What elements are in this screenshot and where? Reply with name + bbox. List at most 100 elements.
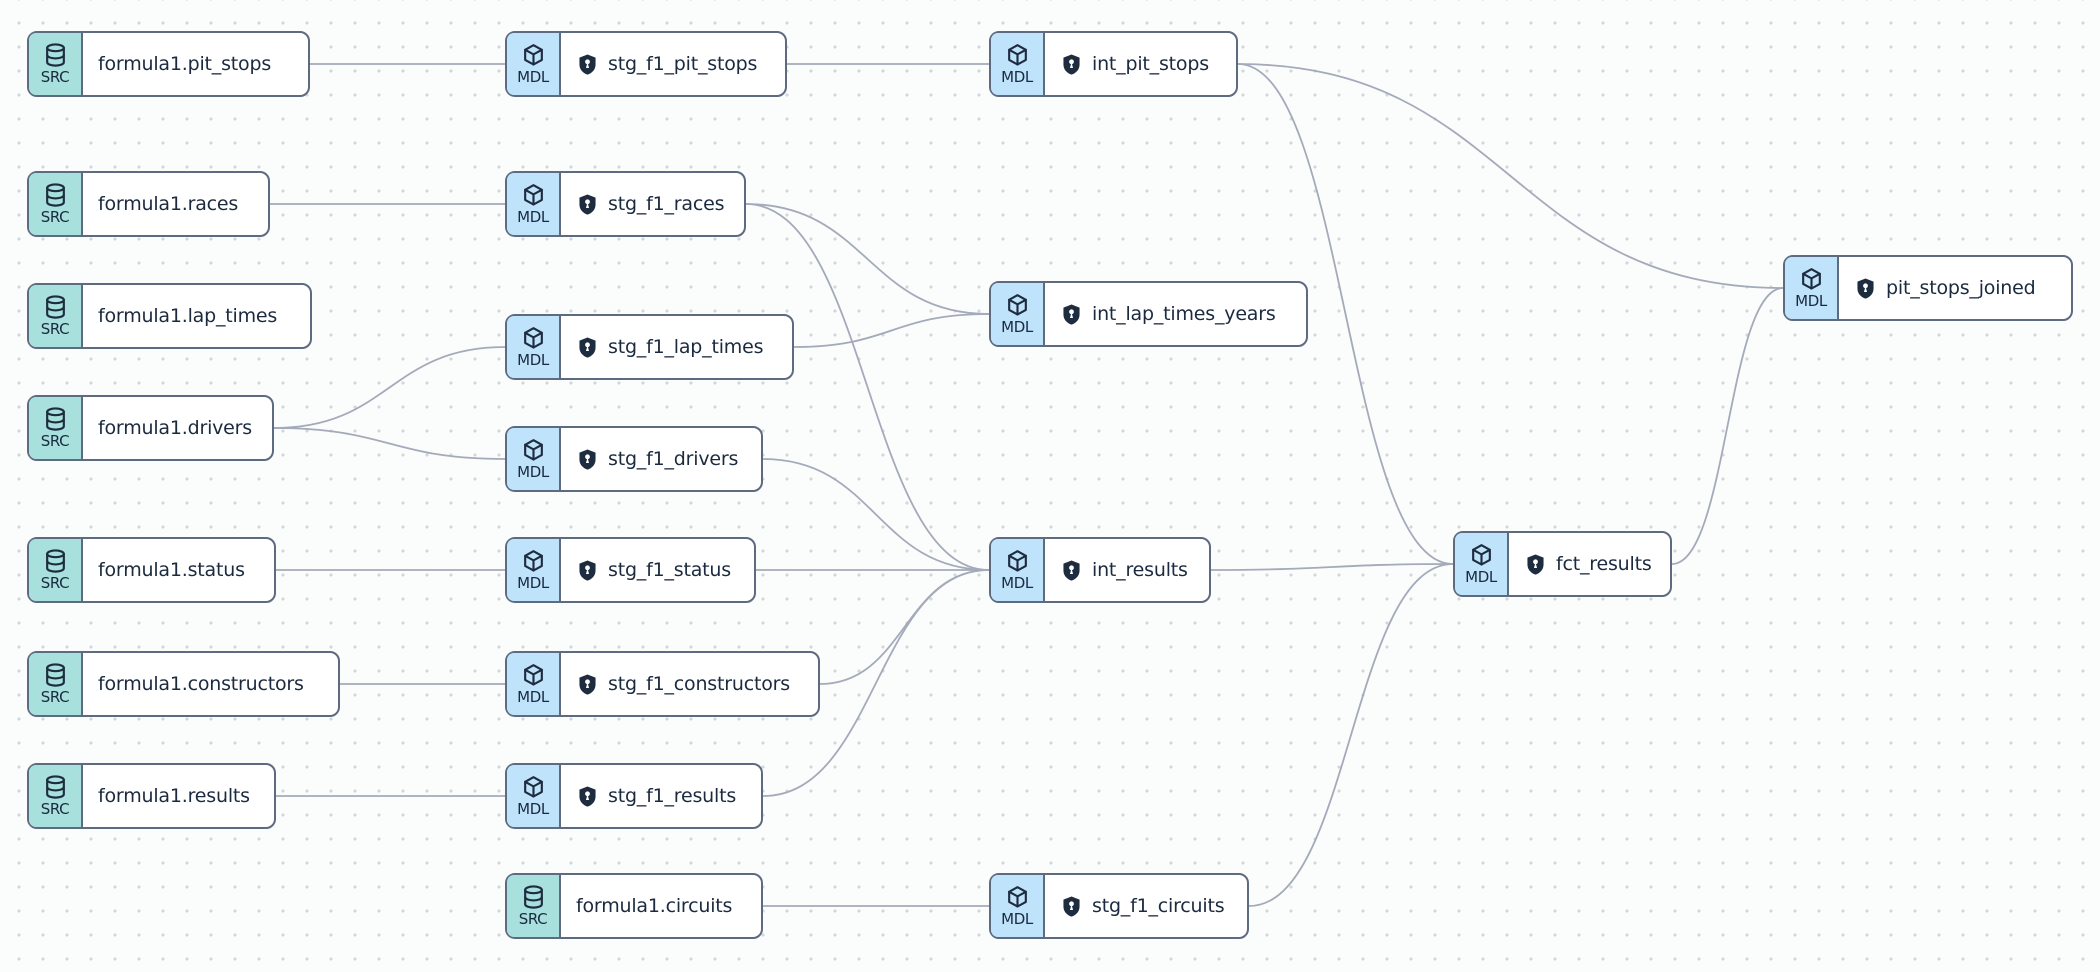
- node-type-label: MDL: [517, 351, 549, 370]
- edge-int_pit_stops-to-fct_results: [1237, 63, 1454, 565]
- node-int_results[interactable]: MDL int_results: [989, 537, 1211, 603]
- node-body: stg_f1_circuits: [1045, 875, 1247, 937]
- shield-lock-icon: [1060, 303, 1083, 326]
- node-body: stg_f1_constructors: [561, 653, 818, 715]
- node-body: fct_results: [1509, 533, 1670, 595]
- node-formula1.drivers[interactable]: SRC formula1.drivers: [27, 395, 274, 461]
- cube-icon: [1007, 44, 1027, 66]
- node-int_pit_stops[interactable]: MDL int_pit_stops: [989, 31, 1238, 97]
- node-type-label: MDL: [517, 574, 549, 593]
- shield-lock-icon: [576, 448, 599, 471]
- node-type-badge: SRC: [29, 33, 83, 95]
- node-type-badge: MDL: [507, 33, 561, 95]
- node-label: fct_results: [1556, 553, 1652, 575]
- node-label: formula1.results: [98, 785, 250, 807]
- node-type-label: MDL: [1465, 568, 1497, 587]
- node-type-label: SRC: [40, 320, 70, 339]
- cube-icon: [1007, 886, 1027, 908]
- node-formula1.results[interactable]: SRC formula1.results: [27, 763, 276, 829]
- node-label: int_pit_stops: [1092, 53, 1209, 75]
- shield-lock-icon: [576, 785, 599, 808]
- cube-icon: [523, 439, 543, 461]
- edge-stg_f1_races-to-int_results: [745, 203, 990, 571]
- node-formula1.circuits[interactable]: SRC formula1.circuits: [505, 873, 763, 939]
- node-stg_f1_results[interactable]: MDL stg_f1_results: [505, 763, 763, 829]
- node-label: formula1.circuits: [576, 895, 733, 917]
- node-body: formula1.circuits: [561, 875, 761, 937]
- node-type-badge: MDL: [507, 765, 561, 827]
- node-stg_f1_drivers[interactable]: MDL stg_f1_drivers: [505, 426, 763, 492]
- node-body: stg_f1_status: [561, 539, 754, 601]
- database-icon: [45, 549, 65, 573]
- node-body: stg_f1_drivers: [561, 428, 761, 490]
- shield-lock-icon: [576, 559, 599, 582]
- cube-icon: [1471, 544, 1491, 566]
- database-icon: [45, 407, 65, 431]
- node-label: formula1.races: [98, 193, 239, 215]
- node-type-label: SRC: [40, 68, 70, 87]
- node-pit_stops_joined[interactable]: MDL pit_stops_joined: [1783, 255, 2073, 321]
- database-icon: [45, 295, 65, 319]
- node-formula1.races[interactable]: SRC formula1.races: [27, 171, 270, 237]
- node-stg_f1_pit_stops[interactable]: MDL stg_f1_pit_stops: [505, 31, 787, 97]
- node-body: stg_f1_results: [561, 765, 761, 827]
- node-int_lap_times_years[interactable]: MDL int_lap_times_years: [989, 281, 1308, 347]
- database-icon: [45, 663, 65, 687]
- node-type-label: MDL: [1795, 292, 1827, 311]
- node-formula1.lap_times[interactable]: SRC formula1.lap_times: [27, 283, 312, 349]
- node-label: pit_stops_joined: [1886, 277, 2036, 299]
- node-type-label: MDL: [1001, 318, 1033, 337]
- node-label: stg_f1_lap_times: [608, 336, 764, 358]
- node-type-label: MDL: [1001, 574, 1033, 593]
- node-stg_f1_circuits[interactable]: MDL stg_f1_circuits: [989, 873, 1249, 939]
- edge-stg_f1_circuits-to-fct_results: [1248, 563, 1454, 907]
- node-stg_f1_constructors[interactable]: MDL stg_f1_constructors: [505, 651, 820, 717]
- node-type-badge: SRC: [507, 875, 561, 937]
- node-label: formula1.status: [98, 559, 245, 581]
- node-type-badge: MDL: [507, 653, 561, 715]
- edge-stg_f1_drivers-to-int_results: [762, 458, 990, 571]
- node-body: int_pit_stops: [1045, 33, 1236, 95]
- node-type-label: SRC: [40, 688, 70, 707]
- node-label: formula1.drivers: [98, 417, 252, 439]
- node-formula1.constructors[interactable]: SRC formula1.constructors: [27, 651, 340, 717]
- shield-lock-icon: [1060, 895, 1083, 918]
- database-icon: [523, 885, 543, 909]
- shield-lock-icon: [1060, 53, 1083, 76]
- node-type-badge: SRC: [29, 397, 83, 459]
- node-body: formula1.results: [83, 765, 274, 827]
- node-body: formula1.drivers: [83, 397, 272, 459]
- cube-icon: [523, 327, 543, 349]
- node-fct_results[interactable]: MDL fct_results: [1453, 531, 1672, 597]
- node-type-badge: SRC: [29, 765, 83, 827]
- edge-stg_f1_results-to-int_results: [762, 569, 990, 797]
- node-formula1.status[interactable]: SRC formula1.status: [27, 537, 276, 603]
- cube-icon: [1007, 550, 1027, 572]
- shield-lock-icon: [1854, 277, 1877, 300]
- node-stg_f1_lap_times[interactable]: MDL stg_f1_lap_times: [505, 314, 794, 380]
- node-body: formula1.status: [83, 539, 274, 601]
- node-stg_f1_status[interactable]: MDL stg_f1_status: [505, 537, 756, 603]
- cube-icon: [523, 664, 543, 686]
- node-label: stg_f1_constructors: [608, 673, 790, 695]
- node-type-badge: SRC: [29, 539, 83, 601]
- node-type-badge: MDL: [1785, 257, 1839, 319]
- node-label: int_lap_times_years: [1092, 303, 1276, 325]
- node-type-badge: MDL: [991, 33, 1045, 95]
- node-type-badge: MDL: [991, 283, 1045, 345]
- node-type-label: SRC: [518, 910, 548, 929]
- node-body: int_results: [1045, 539, 1209, 601]
- node-type-label: MDL: [517, 208, 549, 227]
- node-label: stg_f1_circuits: [1092, 895, 1225, 917]
- node-stg_f1_races[interactable]: MDL stg_f1_races: [505, 171, 746, 237]
- node-formula1.pit_stops[interactable]: SRC formula1.pit_stops: [27, 31, 310, 97]
- node-type-label: SRC: [40, 800, 70, 819]
- node-body: formula1.races: [83, 173, 268, 235]
- node-type-label: MDL: [517, 800, 549, 819]
- node-body: stg_f1_races: [561, 173, 744, 235]
- node-type-label: SRC: [40, 208, 70, 227]
- node-type-badge: MDL: [1455, 533, 1509, 595]
- cube-icon: [523, 184, 543, 206]
- node-label: stg_f1_pit_stops: [608, 53, 758, 75]
